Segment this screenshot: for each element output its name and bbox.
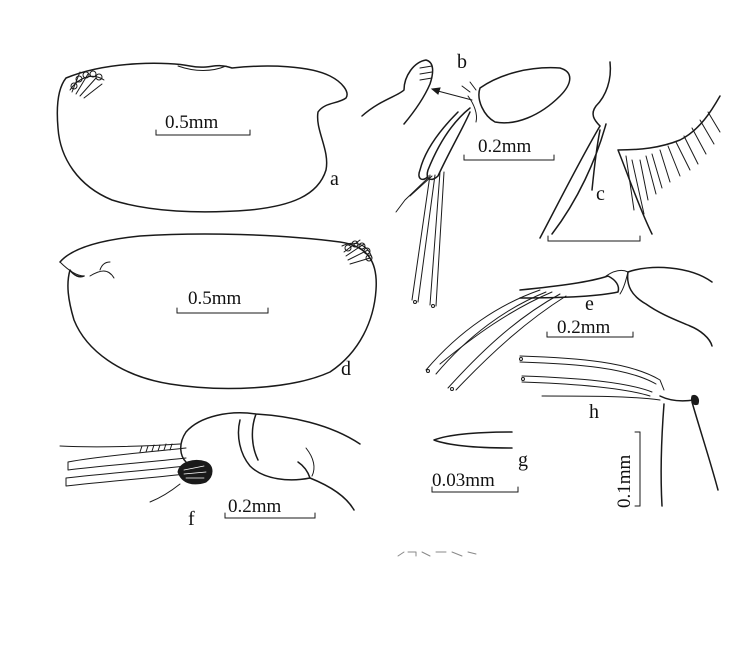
panel-g-seta-tip [433,431,513,449]
panel-e-proximal-segment [626,266,713,347]
panel-b-setae [395,171,445,308]
panel-a-carapace-outline [56,62,348,213]
panel-b-detail-segment [361,59,434,125]
panel-c-letter: c [596,183,605,205]
panel-f-body [180,412,361,481]
panel-b-pointer-arrow [433,89,473,101]
panel-g-letter: g [518,449,528,471]
panel-a-eye-spot [69,70,105,99]
panel-d-carapace-outline [59,233,377,390]
panel-c: c [539,61,721,242]
panel-c-body-margin [592,61,612,127]
panel-h-scale-label: 0.1mm [614,454,635,508]
panel-e-scale-label: 0.2mm [557,317,611,338]
panel-a: 0.5mm a [56,62,348,213]
panel-f-letter: f [188,508,195,530]
panel-b-joint [467,95,477,123]
panel-h: 0.1mm h [519,355,719,508]
panel-d: 0.5mm d [59,233,377,390]
panel-f: 0.2mm f [59,412,361,530]
panel-b-letter: b [457,51,467,73]
panel-d-hinge-mark [89,261,115,279]
panel-e-distal-segment [519,275,620,299]
panel-a-letter: a [330,168,339,190]
cropped-caption-fragment [397,551,477,557]
panel-b-claw [418,107,471,181]
panel-b-detail-spines [419,65,433,81]
panel-b-basal-segment [478,66,571,124]
panel-f-setae [59,443,187,503]
panel-c-furcal-claw [539,123,607,239]
panel-e: 0.2mm e [425,266,713,391]
panel-b-tip-spines [461,81,477,93]
panel-g: 0.03mm g [431,431,528,493]
panel-d-scale-label: 0.5mm [188,288,242,309]
panel-b: 0.2mm b [361,51,571,308]
panel-a-scale-label: 0.5mm [165,112,219,133]
panel-f-ventral-lobe [305,447,315,477]
panel-g-scale-label: 0.03mm [432,470,495,491]
panel-e-joint [605,269,629,295]
panel-f-dark-organ [177,459,213,485]
panel-a-hinge-notch [177,65,227,71]
panel-d-rostrum-notch [59,261,85,277]
panel-f-dorsal-spines [139,443,173,453]
panel-h-segment [659,395,719,507]
panel-e-letter: e [585,293,594,315]
panel-f-lower-margin [297,461,355,511]
panel-c-ramus [617,95,721,235]
panel-c-ramus-spines [625,111,721,215]
panel-h-setae [519,355,665,401]
panel-d-eye-spot [341,239,373,265]
panel-d-letter: d [341,358,351,380]
panel-h-letter: h [589,401,599,423]
panel-f-scale-label: 0.2mm [228,496,282,517]
panel-b-scale-label: 0.2mm [478,136,532,157]
panel-e-setae [425,289,567,391]
